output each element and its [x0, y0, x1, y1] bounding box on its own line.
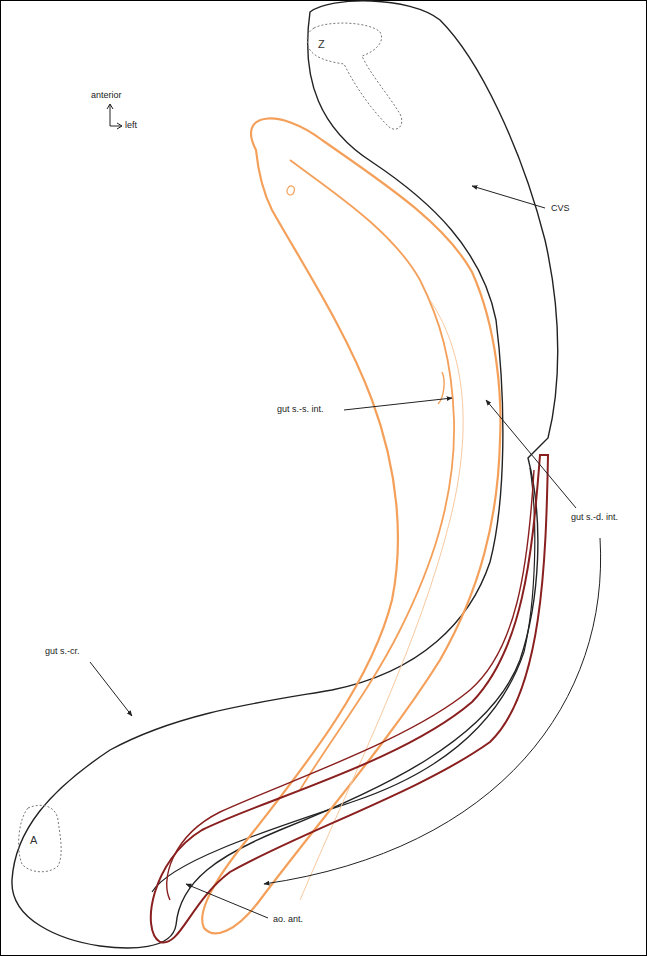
zone-letter: A	[30, 834, 37, 846]
gut-inner-wall	[290, 160, 454, 790]
leader-line	[486, 400, 576, 508]
axis-arrows	[107, 104, 122, 129]
part-label: ao. ant.	[272, 914, 304, 925]
orientation-label: anterior	[90, 90, 123, 101]
leader-line	[472, 186, 545, 208]
part-label: gut s.-cr.	[44, 646, 81, 657]
zone-outline-svg	[12, 800, 74, 878]
leader-line	[264, 538, 601, 884]
orientation-label: left	[124, 120, 138, 131]
zone-region: A	[12, 800, 74, 878]
gut-ventral-line	[300, 300, 463, 900]
gut-lumen	[287, 186, 295, 195]
zone-letter: Z	[318, 38, 325, 50]
aorta-outline	[151, 455, 548, 943]
zone-outline	[307, 23, 402, 129]
leader-line	[186, 884, 268, 918]
body-inner-outline	[152, 468, 535, 892]
zone-outline	[19, 805, 62, 871]
leader-line	[90, 662, 132, 716]
leader-line	[344, 398, 452, 410]
part-label: gut s.-s. int.	[276, 404, 325, 415]
region-label: CVS	[550, 203, 571, 214]
zone-outline-svg	[300, 18, 412, 142]
body-outline	[12, 1, 558, 948]
part-label: gut s.-d. int.	[570, 512, 619, 523]
zone-region: Z	[300, 18, 412, 142]
aorta-inner-wall	[167, 470, 534, 900]
